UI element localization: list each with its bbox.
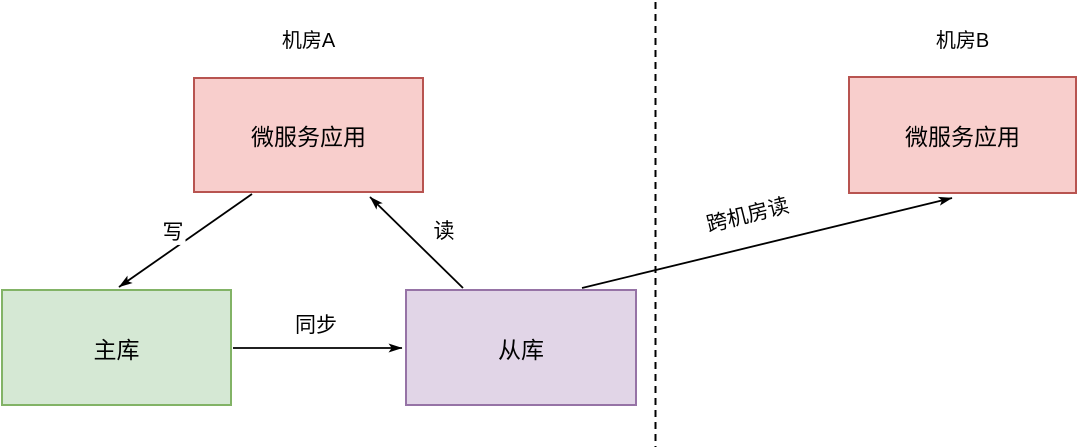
region-title-datacenter-a: 机房A [281, 30, 336, 52]
edge-label-write: 写 [160, 220, 186, 246]
node-slave-db: 从库 [405, 289, 637, 406]
edge-label-read: 读 [431, 219, 457, 245]
node-microservice-app-b: 微服务应用 [848, 76, 1077, 194]
edge-label-cross-read: 跨机房读 [702, 193, 794, 239]
region-title-datacenter-b: 机房B [935, 30, 990, 52]
node-master-db: 主库 [1, 289, 232, 406]
node-label: 从库 [498, 336, 544, 363]
edge-label-sync: 同步 [293, 313, 339, 339]
node-label: 微服务应用 [251, 124, 366, 150]
node-label: 微服务应用 [905, 124, 1020, 150]
node-microservice-app-a: 微服务应用 [193, 77, 424, 193]
edge-write-arrow [118, 193, 253, 288]
node-label: 主库 [93, 336, 140, 363]
